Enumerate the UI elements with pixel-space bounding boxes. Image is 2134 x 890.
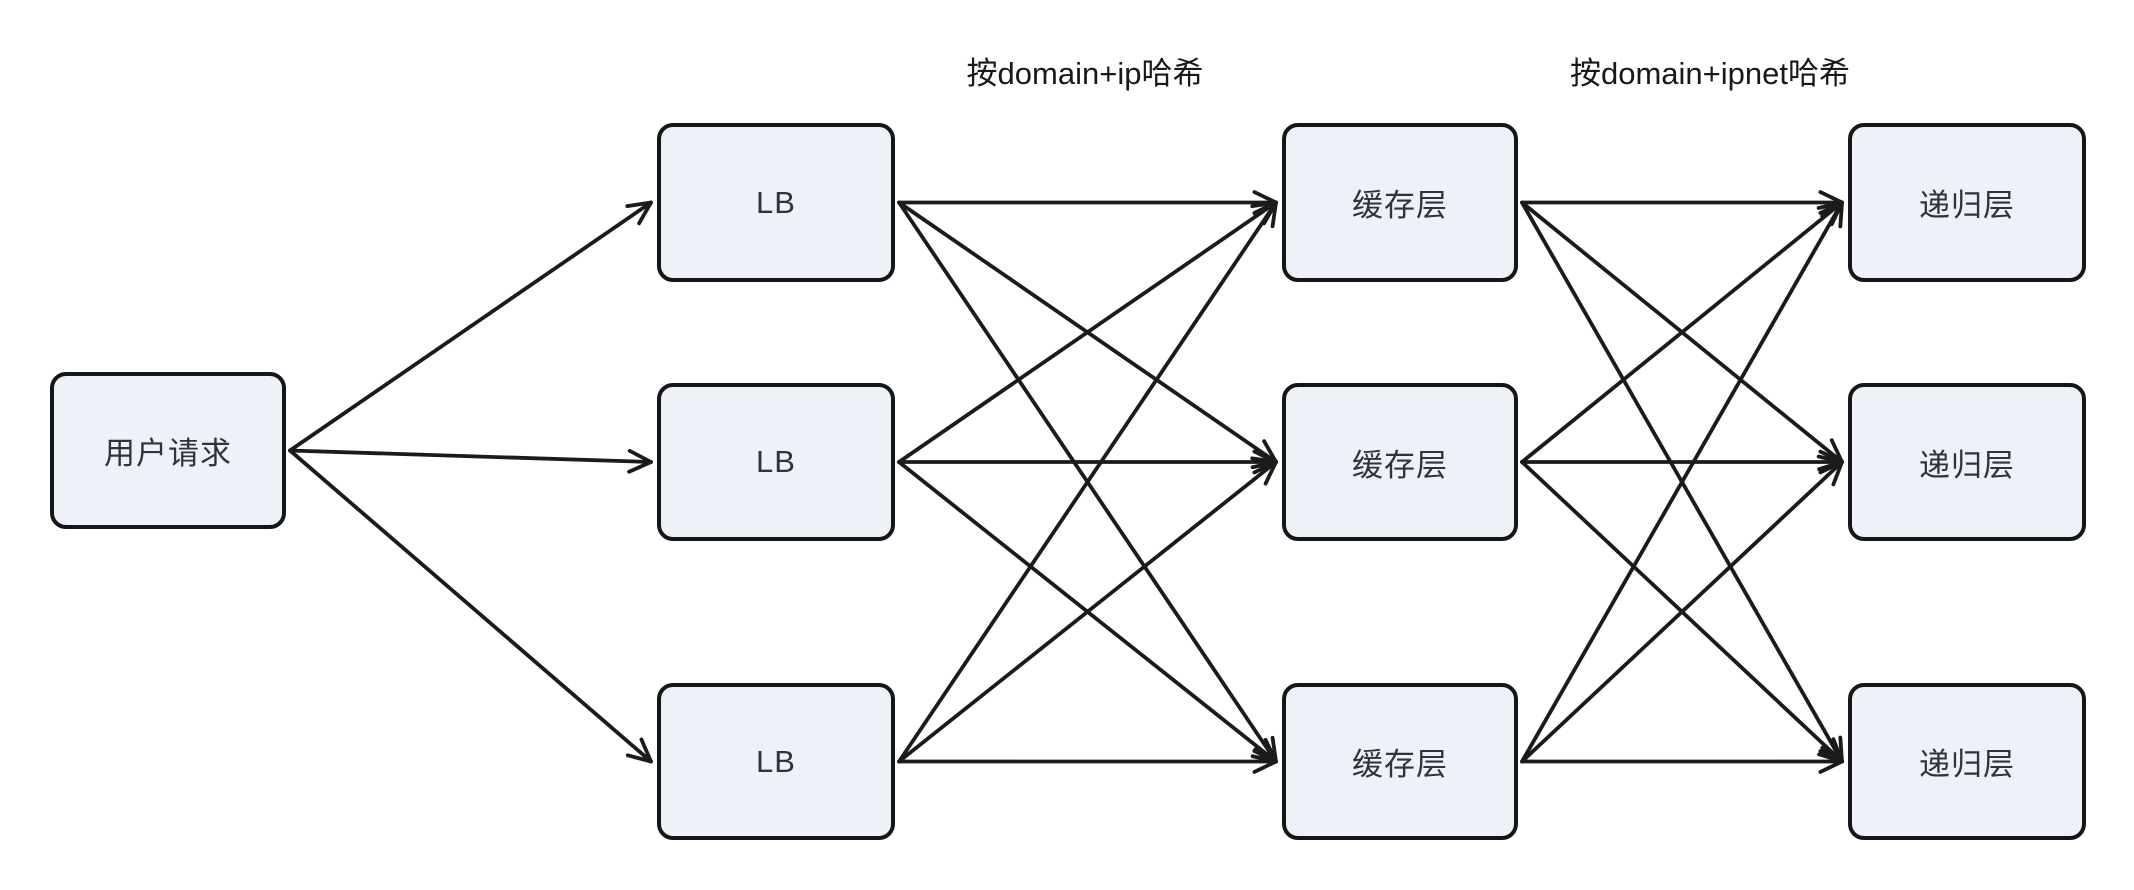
node-label: 缓存层 bbox=[1352, 747, 1448, 782]
edge-arrow bbox=[288, 200, 653, 453]
edge-arrow bbox=[1520, 200, 1844, 764]
node-user-request: 用户请求 bbox=[50, 372, 286, 529]
node-label: 缓存层 bbox=[1352, 447, 1448, 483]
edge-arrow bbox=[1520, 449, 1844, 475]
annotation-hash-domain-ipnet: 按domain+ipnet哈希 bbox=[1570, 56, 1850, 91]
edge-arrow bbox=[897, 749, 1278, 774]
edge-arrow bbox=[288, 448, 653, 764]
edge-arrow bbox=[897, 449, 1278, 475]
edge-arrow bbox=[288, 448, 653, 474]
edge-arrow bbox=[1520, 190, 1844, 215]
edge-arrow bbox=[1520, 460, 1844, 764]
node-label: LB bbox=[756, 444, 796, 479]
node-lb-1: LB bbox=[657, 123, 895, 282]
node-lb-3: LB bbox=[657, 683, 895, 840]
node-label: 递归层 bbox=[1919, 188, 2015, 223]
node-label: LB bbox=[756, 184, 796, 220]
node-label: 递归层 bbox=[1919, 747, 2015, 782]
edge-arrow bbox=[897, 460, 1278, 764]
node-recursive-layer-2: 递归层 bbox=[1848, 383, 2086, 541]
node-recursive-layer-3: 递归层 bbox=[1848, 683, 2086, 840]
node-lb-2: LB bbox=[657, 383, 895, 541]
node-label: 缓存层 bbox=[1352, 188, 1448, 223]
edge-arrow bbox=[897, 190, 1278, 215]
node-cache-layer-2: 缓存层 bbox=[1282, 383, 1518, 541]
node-label: 递归层 bbox=[1919, 447, 2015, 483]
annotation-hash-domain-ip: 按domain+ip哈希 bbox=[966, 56, 1204, 91]
node-cache-layer-1: 缓存层 bbox=[1282, 123, 1518, 282]
node-label: LB bbox=[756, 743, 796, 779]
node-recursive-layer-1: 递归层 bbox=[1848, 123, 2086, 282]
edge-arrow bbox=[1520, 749, 1844, 774]
node-label: 用户请求 bbox=[104, 436, 232, 471]
node-cache-layer-3: 缓存层 bbox=[1282, 683, 1518, 840]
edge-arrow bbox=[897, 200, 1278, 764]
